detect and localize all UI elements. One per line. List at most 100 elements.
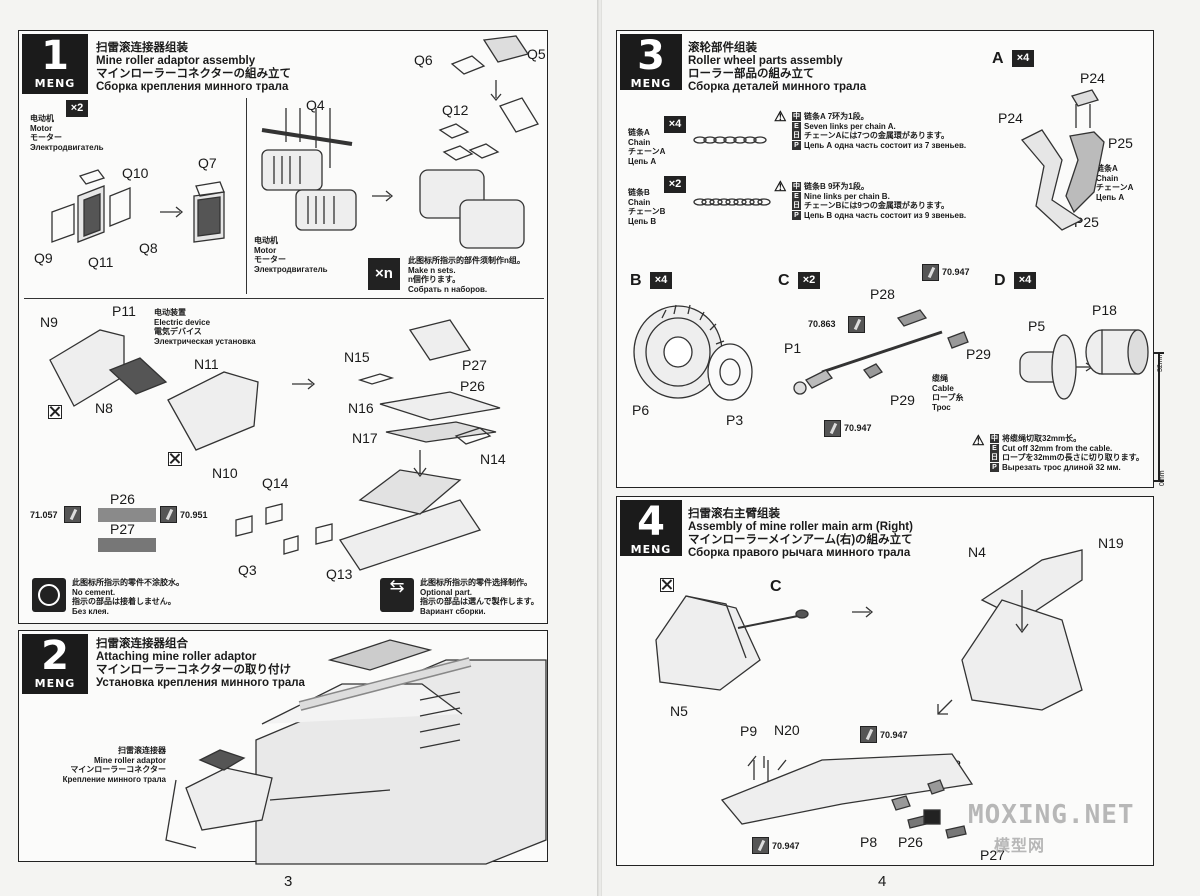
a-chain-en: Chain [1096,173,1119,183]
chain-a-ja: チェーンA [628,147,666,156]
step1-title: 扫雷滚连接器组装 Mine roller adaptor assembly マイ… [96,42,291,94]
step1-title-zh: 扫雷滚连接器组装 [96,42,188,54]
part-p3: P3 [726,412,744,428]
part-q4: Q4 [306,97,325,113]
book-spine [597,0,603,896]
step1-number: 1 [41,33,69,79]
s4-paint-1: 70.947 [880,730,908,740]
chain-a-note-en: Seven links per chain A. [804,121,896,131]
watermark-sub: 模型网 [994,836,1046,855]
cable-zh: 缆绳 [932,374,948,383]
part-q5: Q5 [527,46,546,62]
part-q7: Q7 [198,155,217,171]
adaptor-ru: Крепление минного трала [62,774,166,784]
step2-title-en: Attaching mine roller adaptor [96,651,257,663]
step3-brand: MENG [630,77,672,90]
chain-a-label: 链条A Chain チェーンA Цепь A [628,128,665,166]
nocement-ja: 指示の部品は接着しません。 [72,597,176,606]
lang-zh-mark: 中 [792,182,801,192]
lang-en-mark: E [792,191,801,201]
chain-a-multiplier: ×4 [664,116,686,133]
part-p25-b: P25 [1074,214,1099,230]
xn-zh: 此图标所指示的部件须制作n组。 [408,256,525,265]
right-page: 3 MENG 滚轮部件组装 Roller wheel parts assembl… [602,0,1200,896]
nocement-zh: 此图标所指示的零件不涂胶水。 [72,578,184,587]
part-p29-a: P29 [966,346,991,362]
nocement-en: No cement. [72,587,116,597]
no-cement-icon [168,452,182,466]
sub-d-multiplier: ×4 [1014,272,1036,289]
no-cement-icon [660,578,674,592]
step3-title-ja: ローラー部品の組み立て [688,68,815,80]
chain-b-en: Chain [628,197,651,207]
chain-a-note-zh: 链条A 7环为1段。 [804,112,869,121]
part-p27-s4: P27 [980,847,1005,863]
optional-ja: 指示の部品は選んで製作します。 [420,597,539,606]
sub-b-multiplier: ×4 [650,272,672,289]
optional-legend: 此图标所指示的零件选择制作。 Optional part. 指示の部品は選んで製… [420,578,539,616]
step2-number: 2 [41,633,69,679]
lang-en-mark: E [792,121,801,131]
ruler-32mm [1158,352,1160,482]
part-q9: Q9 [34,250,53,266]
step1-title-ru: Сборка крепления минного трала [96,81,289,93]
part-p5: P5 [1028,318,1046,334]
part-n8: N8 [95,400,113,416]
cable-en: Cable [932,383,954,393]
part-p9: P9 [740,723,758,739]
step4-title-zh: 扫雷滚右主臂组装 [688,508,780,520]
paint-brush-icon [64,506,81,523]
swatch-p26-label: P26 [110,491,135,507]
part-q14: Q14 [262,475,289,491]
motor2-zh: 电动机 [254,236,278,245]
electric-ru: Электрическая установка [154,336,256,346]
part-c: C [770,578,782,595]
swatch-p27 [98,538,156,552]
step3-badge: 3 MENG [620,34,682,90]
xn-en: Make n sets. [408,265,456,275]
step2-badge: 2 MENG [22,634,88,694]
part-q11: Q11 [88,254,114,270]
a-chain-ru: Цепь A [1096,192,1125,202]
step2-title-ja: マインローラーコネクターの取り付け [96,664,292,676]
step2-title-zh: 扫雷滚连接器组合 [96,638,188,650]
adaptor-en: Mine roller adaptor [93,755,166,765]
part-n16: N16 [348,400,374,416]
step2-brand: MENG [34,677,76,690]
part-p8-a: P8 [944,757,962,773]
part-p11-a: P11 [112,303,136,319]
xn-ru: Собрать n наборов. [408,284,488,294]
part-p24-a: P24 [1080,70,1105,86]
paint-brush-icon [922,264,939,281]
chain-a-note-ja: チェーンAには7つの金属環があります。 [804,131,950,140]
step3-box [616,30,1154,488]
lang-zh-mark: 中 [990,434,999,444]
swatch-p27-label: P27 [110,521,135,537]
ruler-bottom-tick [1154,480,1164,482]
part-p27: P27 [462,357,487,373]
sub-a-multiplier: ×4 [1012,50,1034,67]
part-p6: P6 [632,402,650,418]
lang-zh-mark: 中 [792,112,801,122]
optional-ru: Вариант сборки. [420,606,486,616]
part-n19: N19 [1098,535,1124,551]
part-n20: N20 [774,722,800,738]
warning-icon: ⚠ [774,108,787,124]
part-p26: P26 [460,378,485,394]
part-q8: Q8 [139,240,158,256]
chain-a-en: Chain [628,137,651,147]
motor-ja: モーター [30,133,62,142]
step4-title-ja: マインローラーメインアーム(右)の組み立て [688,534,913,546]
sub-c-label: C [778,272,790,289]
paint-code-right: 70.951 [180,510,208,520]
swatch-p26 [98,508,156,522]
sub-a-chain-label: 链条A Chain チェーンA Цепь A [1096,164,1133,202]
motor-label: 电动机 Motor モーター Электродвигатель [30,114,104,152]
sub-a-label: A [992,50,1004,67]
part-n10: N10 [212,465,238,481]
motor2-ja: モーター [254,255,286,264]
step1-hdivider [24,298,544,299]
chain-b-multiplier: ×2 [664,176,686,193]
part-n17: N17 [352,430,378,446]
